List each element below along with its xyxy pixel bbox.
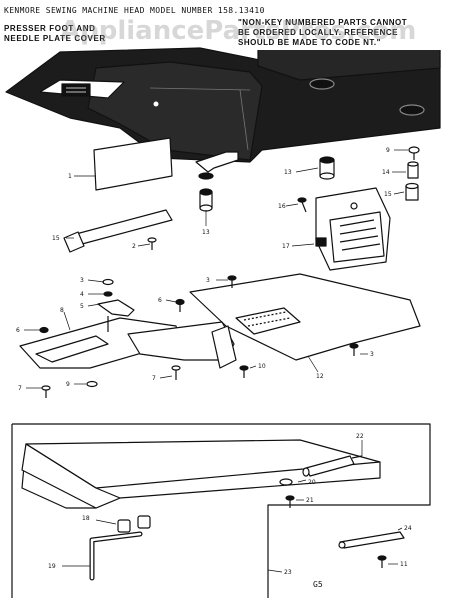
- screw-9-lower: [86, 380, 98, 388]
- callout-21: 21: [306, 497, 314, 504]
- callout-9-upper: 9: [386, 147, 390, 154]
- callout-18: 18: [82, 515, 90, 522]
- callout-15: 15: [52, 235, 60, 242]
- screw-9-upper: [408, 146, 420, 160]
- screwdriver-22: [302, 455, 363, 477]
- callout-23: 23: [284, 569, 292, 576]
- slide-plate-12: [189, 273, 421, 361]
- callout-4: 4: [80, 291, 84, 298]
- cap-15: [405, 182, 419, 201]
- callout-5: 5: [80, 303, 84, 310]
- accessory-case-23: [21, 439, 381, 509]
- callout-13b: 13: [202, 229, 210, 236]
- callout-3-upper: 3: [206, 277, 210, 284]
- screw-6-mid: [175, 298, 185, 312]
- callout-11: 11: [400, 561, 408, 568]
- callout-19: 19: [48, 563, 56, 570]
- note-line2: BE ORDERED LOCALLY. REFERENCE: [238, 28, 398, 37]
- screw-7-left: [41, 385, 51, 398]
- page-code: G5: [313, 580, 323, 589]
- callout-13a: 13: [284, 169, 292, 176]
- machine-head: [5, 33, 441, 180]
- diagram-title: KENMORE SEWING MACHINE HEAD MODEL NUMBER…: [4, 6, 265, 15]
- callout-17: 17: [282, 243, 290, 250]
- callout-15-right: 15: [384, 191, 392, 198]
- screw-11: [377, 555, 387, 568]
- spool-caps-18: [117, 515, 151, 533]
- bracket-17: [315, 187, 391, 271]
- part-21: [285, 495, 295, 508]
- callout-1: 1: [68, 173, 72, 180]
- part-20: [279, 478, 293, 486]
- pin-14: [407, 161, 419, 179]
- screw-16: [297, 197, 307, 213]
- callout-6-left: 6: [16, 327, 20, 334]
- screw-6-left: [39, 326, 49, 334]
- accessory-box-outline: [12, 423, 431, 598]
- callout-20: 20: [308, 479, 316, 486]
- note-line1: "NON-KEY NUMBERED PARTS CANNOT: [238, 18, 408, 27]
- spool-pin-13b: [199, 188, 213, 212]
- section-title-line1: PRESSER FOOT AND: [4, 24, 96, 33]
- callout-22: 22: [356, 433, 364, 440]
- watermark: AppliancePartsPros.com: [60, 16, 417, 46]
- note-box: "NON-KEY NUMBERED PARTS CANNOT BE ORDERE…: [234, 16, 446, 50]
- hex-wrench-19: [89, 531, 143, 581]
- spool-rod-15: [63, 209, 173, 253]
- presser-foot-8: [19, 317, 237, 369]
- callout-8: 8: [60, 307, 64, 314]
- callout-24: 24: [404, 525, 412, 532]
- callout-6-mid: 6: [158, 297, 162, 304]
- screw-3-right: [349, 343, 359, 356]
- callout-10: 10: [258, 363, 266, 370]
- spool-pin-13a: [319, 156, 335, 180]
- callout-7-right: 7: [152, 375, 156, 382]
- callout-14: 14: [382, 169, 390, 176]
- callout-2: 2: [132, 243, 136, 250]
- callout-16: 16: [278, 203, 286, 210]
- callout-7-left: 7: [18, 385, 22, 392]
- screw-10: [239, 365, 249, 378]
- note-line3: SHOULD BE MADE TO CODE NT.": [238, 38, 381, 47]
- leader-lines: [24, 149, 408, 573]
- callout-3-right: 3: [370, 351, 374, 358]
- wrench-24: [338, 531, 405, 549]
- callout-3-left: 3: [80, 277, 84, 284]
- section-title-line2: NEEDLE PLATE COVER: [4, 34, 106, 43]
- face-plate-cover: [93, 137, 173, 191]
- screw-2: [147, 237, 157, 250]
- screw-3-upper: [227, 275, 237, 288]
- screw-7-right: [171, 365, 181, 380]
- callout-12: 12: [316, 373, 324, 380]
- callout-9-lower: 9: [66, 381, 70, 388]
